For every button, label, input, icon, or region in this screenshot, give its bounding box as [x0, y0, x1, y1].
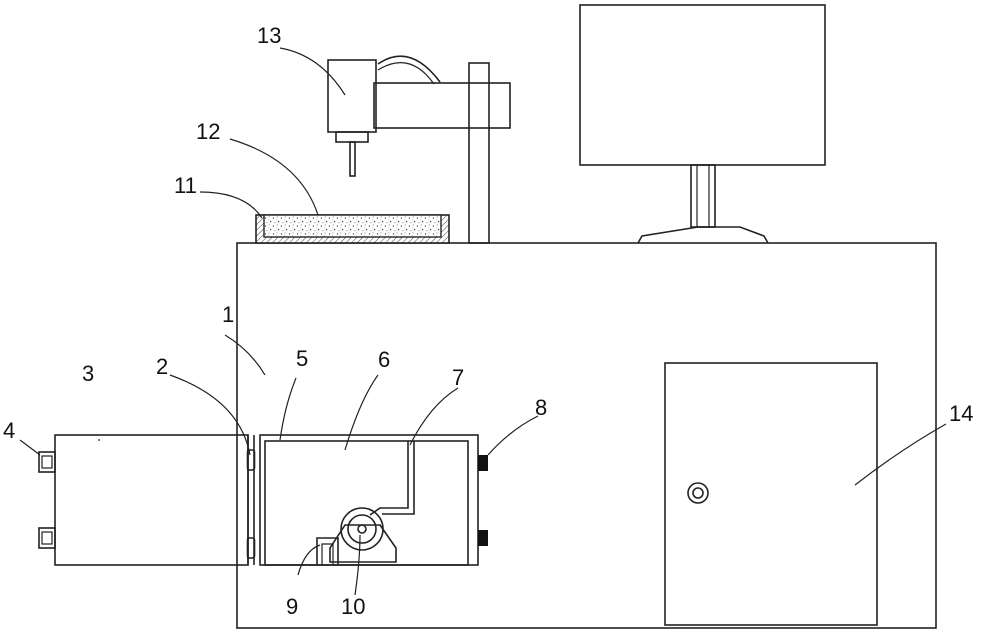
- label-9: 9: [286, 594, 298, 619]
- label-3: 3: [82, 361, 94, 386]
- label-2: 2: [156, 354, 168, 379]
- bracket: [316, 537, 339, 565]
- label-5: 5: [296, 346, 308, 371]
- door-lock: [687, 482, 709, 504]
- drawer-box-inner: [264, 440, 469, 566]
- label-14: 14: [949, 401, 973, 426]
- label-11: 11: [174, 173, 197, 198]
- label-4: 4: [3, 418, 15, 443]
- pipe: [369, 441, 409, 516]
- side-button-top: [478, 455, 488, 471]
- horizontal-arm: [373, 82, 511, 129]
- support-column: [468, 62, 490, 244]
- side-button-bottom: [478, 530, 488, 546]
- drawer-handle-top: [38, 451, 56, 473]
- hinge-strip: [246, 435, 256, 565]
- label-13: 13: [257, 23, 281, 48]
- label-7: 7: [452, 365, 464, 390]
- cabinet-door: [664, 362, 878, 626]
- drawer-handle-bottom: [38, 527, 56, 549]
- drawer-box-outer: [259, 434, 479, 566]
- label-1: 1: [222, 302, 234, 327]
- tool-head: [327, 59, 377, 177]
- leader-lines: [19, 47, 947, 596]
- monitor: [579, 4, 826, 244]
- sample-material: [263, 214, 442, 238]
- label-8: 8: [535, 395, 547, 420]
- label-6: 6: [378, 347, 390, 372]
- arm-cable: [377, 55, 441, 83]
- label-10: 10: [341, 594, 365, 619]
- label-12: 12: [196, 119, 220, 144]
- motor: [329, 507, 397, 563]
- drawer-front-panel: [54, 434, 249, 566]
